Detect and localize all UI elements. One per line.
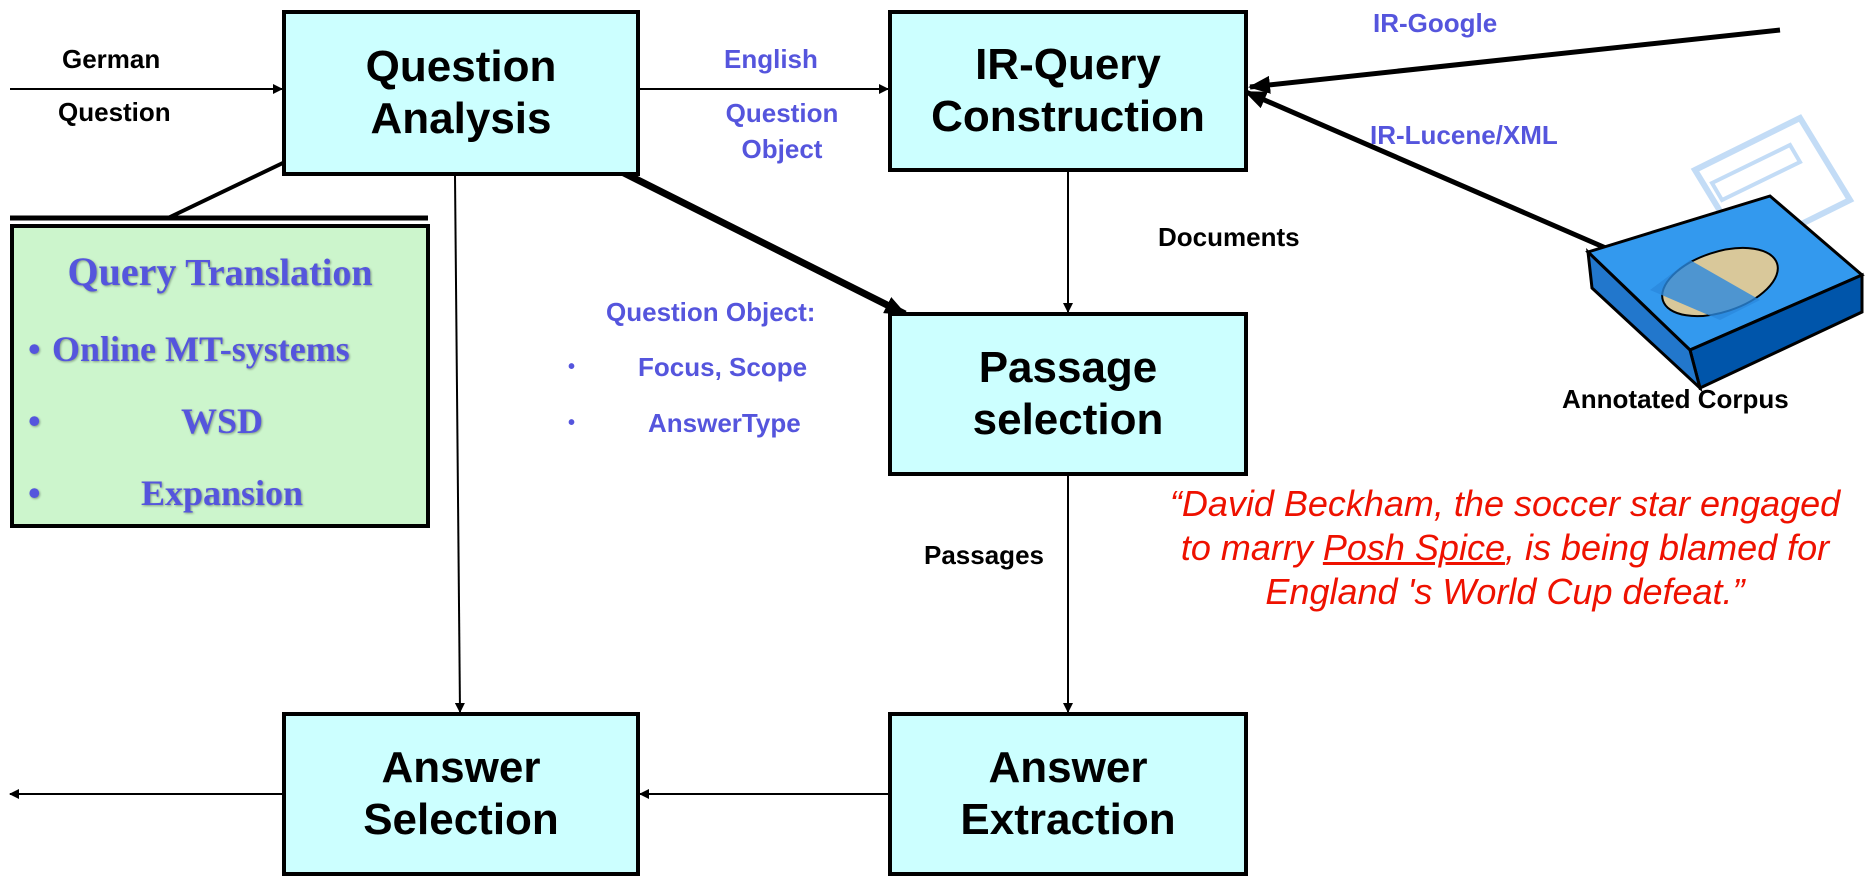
disk-drive-icon: [1585, 194, 1865, 393]
qobj-bullet-1: •: [568, 356, 576, 378]
qt-bullet-3: •: [28, 473, 41, 513]
ir-lucene-label: IR-Lucene/XML: [1370, 120, 1558, 150]
qa-to-passage-arrow: [616, 166, 907, 318]
qobj-item-2: AnswerType: [648, 408, 801, 438]
answer-selection-line2: Selection: [363, 795, 559, 844]
english-label: English: [724, 44, 818, 74]
corpus-to-irq-arrow: [1244, 89, 1616, 255]
answer-selection-line1: Answer: [381, 743, 541, 792]
question-object-label: Question Object: [708, 98, 856, 164]
passages-label: Passages: [924, 540, 1044, 570]
qobj-title: Question Object:: [606, 297, 816, 327]
query-title-part1: Query: [67, 249, 177, 294]
quote-part2: , is being blamed for England 's World C…: [1265, 527, 1830, 612]
ir-query-line1: IR-Query: [975, 40, 1161, 89]
qt-item-1: Online MT-systems: [52, 329, 350, 369]
question-object-line1: Question: [725, 98, 839, 128]
qt-bullet-2: •: [28, 401, 41, 441]
qt-item-2: WSD: [180, 401, 264, 441]
quote-link: Posh Spice: [1322, 527, 1505, 568]
answer-extraction-line2: Extraction: [960, 795, 1176, 844]
question-analysis-line1: Question: [365, 42, 557, 91]
quote-part1: “David Beckham, the soccer star engaged …: [1169, 483, 1841, 568]
qa-to-answer-selection-arrow: [454, 175, 465, 713]
question-label: Question: [58, 97, 171, 127]
google-to-irq-arrow: [1248, 27, 1781, 94]
question-analysis-line2: Analysis: [370, 94, 552, 143]
qobj-bullet-2: •: [568, 412, 576, 434]
example-quote: “David Beckham, the soccer star engaged …: [1160, 482, 1850, 614]
documents-label: Documents: [1158, 222, 1300, 252]
qt-bullet-1: •: [28, 329, 41, 369]
query-translation-panel: Query Translation • Online MT-systems • …: [10, 224, 430, 528]
question-object-line2: Object: [741, 134, 823, 164]
german-label: German: [62, 44, 161, 74]
qt-item-3: Expansion: [140, 473, 304, 513]
query-translation-title: Query Translation: [14, 248, 426, 295]
ir-query-line2: Construction: [931, 92, 1205, 141]
query-title-part2: Translation: [185, 252, 373, 294]
annotated-corpus-label: Annotated Corpus: [1562, 384, 1789, 414]
passage-line2: selection: [972, 395, 1164, 444]
answer-extraction-line1: Answer: [988, 743, 1148, 792]
passage-line1: Passage: [978, 343, 1158, 392]
qobj-item-1: Focus, Scope: [638, 352, 808, 382]
ir-google-label: IR-Google: [1373, 8, 1498, 38]
